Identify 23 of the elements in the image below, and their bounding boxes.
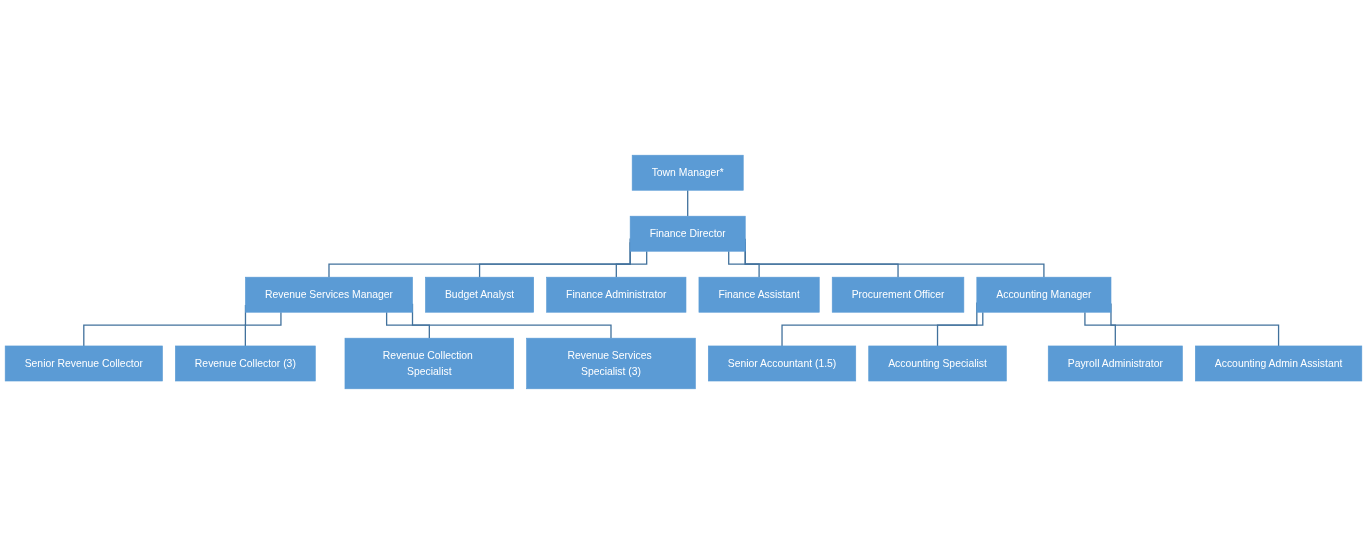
node-box: Finance Director xyxy=(629,215,746,252)
connector xyxy=(728,250,760,278)
connector xyxy=(386,311,430,339)
node-box: Town Manager* xyxy=(631,154,744,191)
connector xyxy=(615,250,648,278)
node-box: Finance Administrator xyxy=(546,276,687,313)
node-box: Senior Revenue Collector xyxy=(4,345,163,382)
node-box: Finance Assistant xyxy=(698,276,820,313)
node-box: Procurement Officer xyxy=(831,276,965,313)
node-box: Revenue Collector (3) xyxy=(175,345,316,382)
node-box: Payroll Administrator xyxy=(1047,345,1183,382)
node-box: Senior Accountant (1.5) xyxy=(708,345,857,382)
connector xyxy=(936,311,984,347)
connector xyxy=(244,311,282,347)
node-box: Budget Analyst xyxy=(425,276,534,313)
node-box: Accounting Specialist xyxy=(868,345,1007,382)
node-box: Accounting Admin Assistant xyxy=(1195,345,1363,382)
node-box: Revenue Services Manager xyxy=(245,276,413,313)
connector xyxy=(1084,311,1116,347)
node-box: Accounting Manager xyxy=(976,276,1112,313)
node-box: Revenue Services Specialist (3) xyxy=(526,337,696,390)
connector xyxy=(687,189,689,217)
node-box: Revenue Collection Specialist xyxy=(344,337,514,390)
